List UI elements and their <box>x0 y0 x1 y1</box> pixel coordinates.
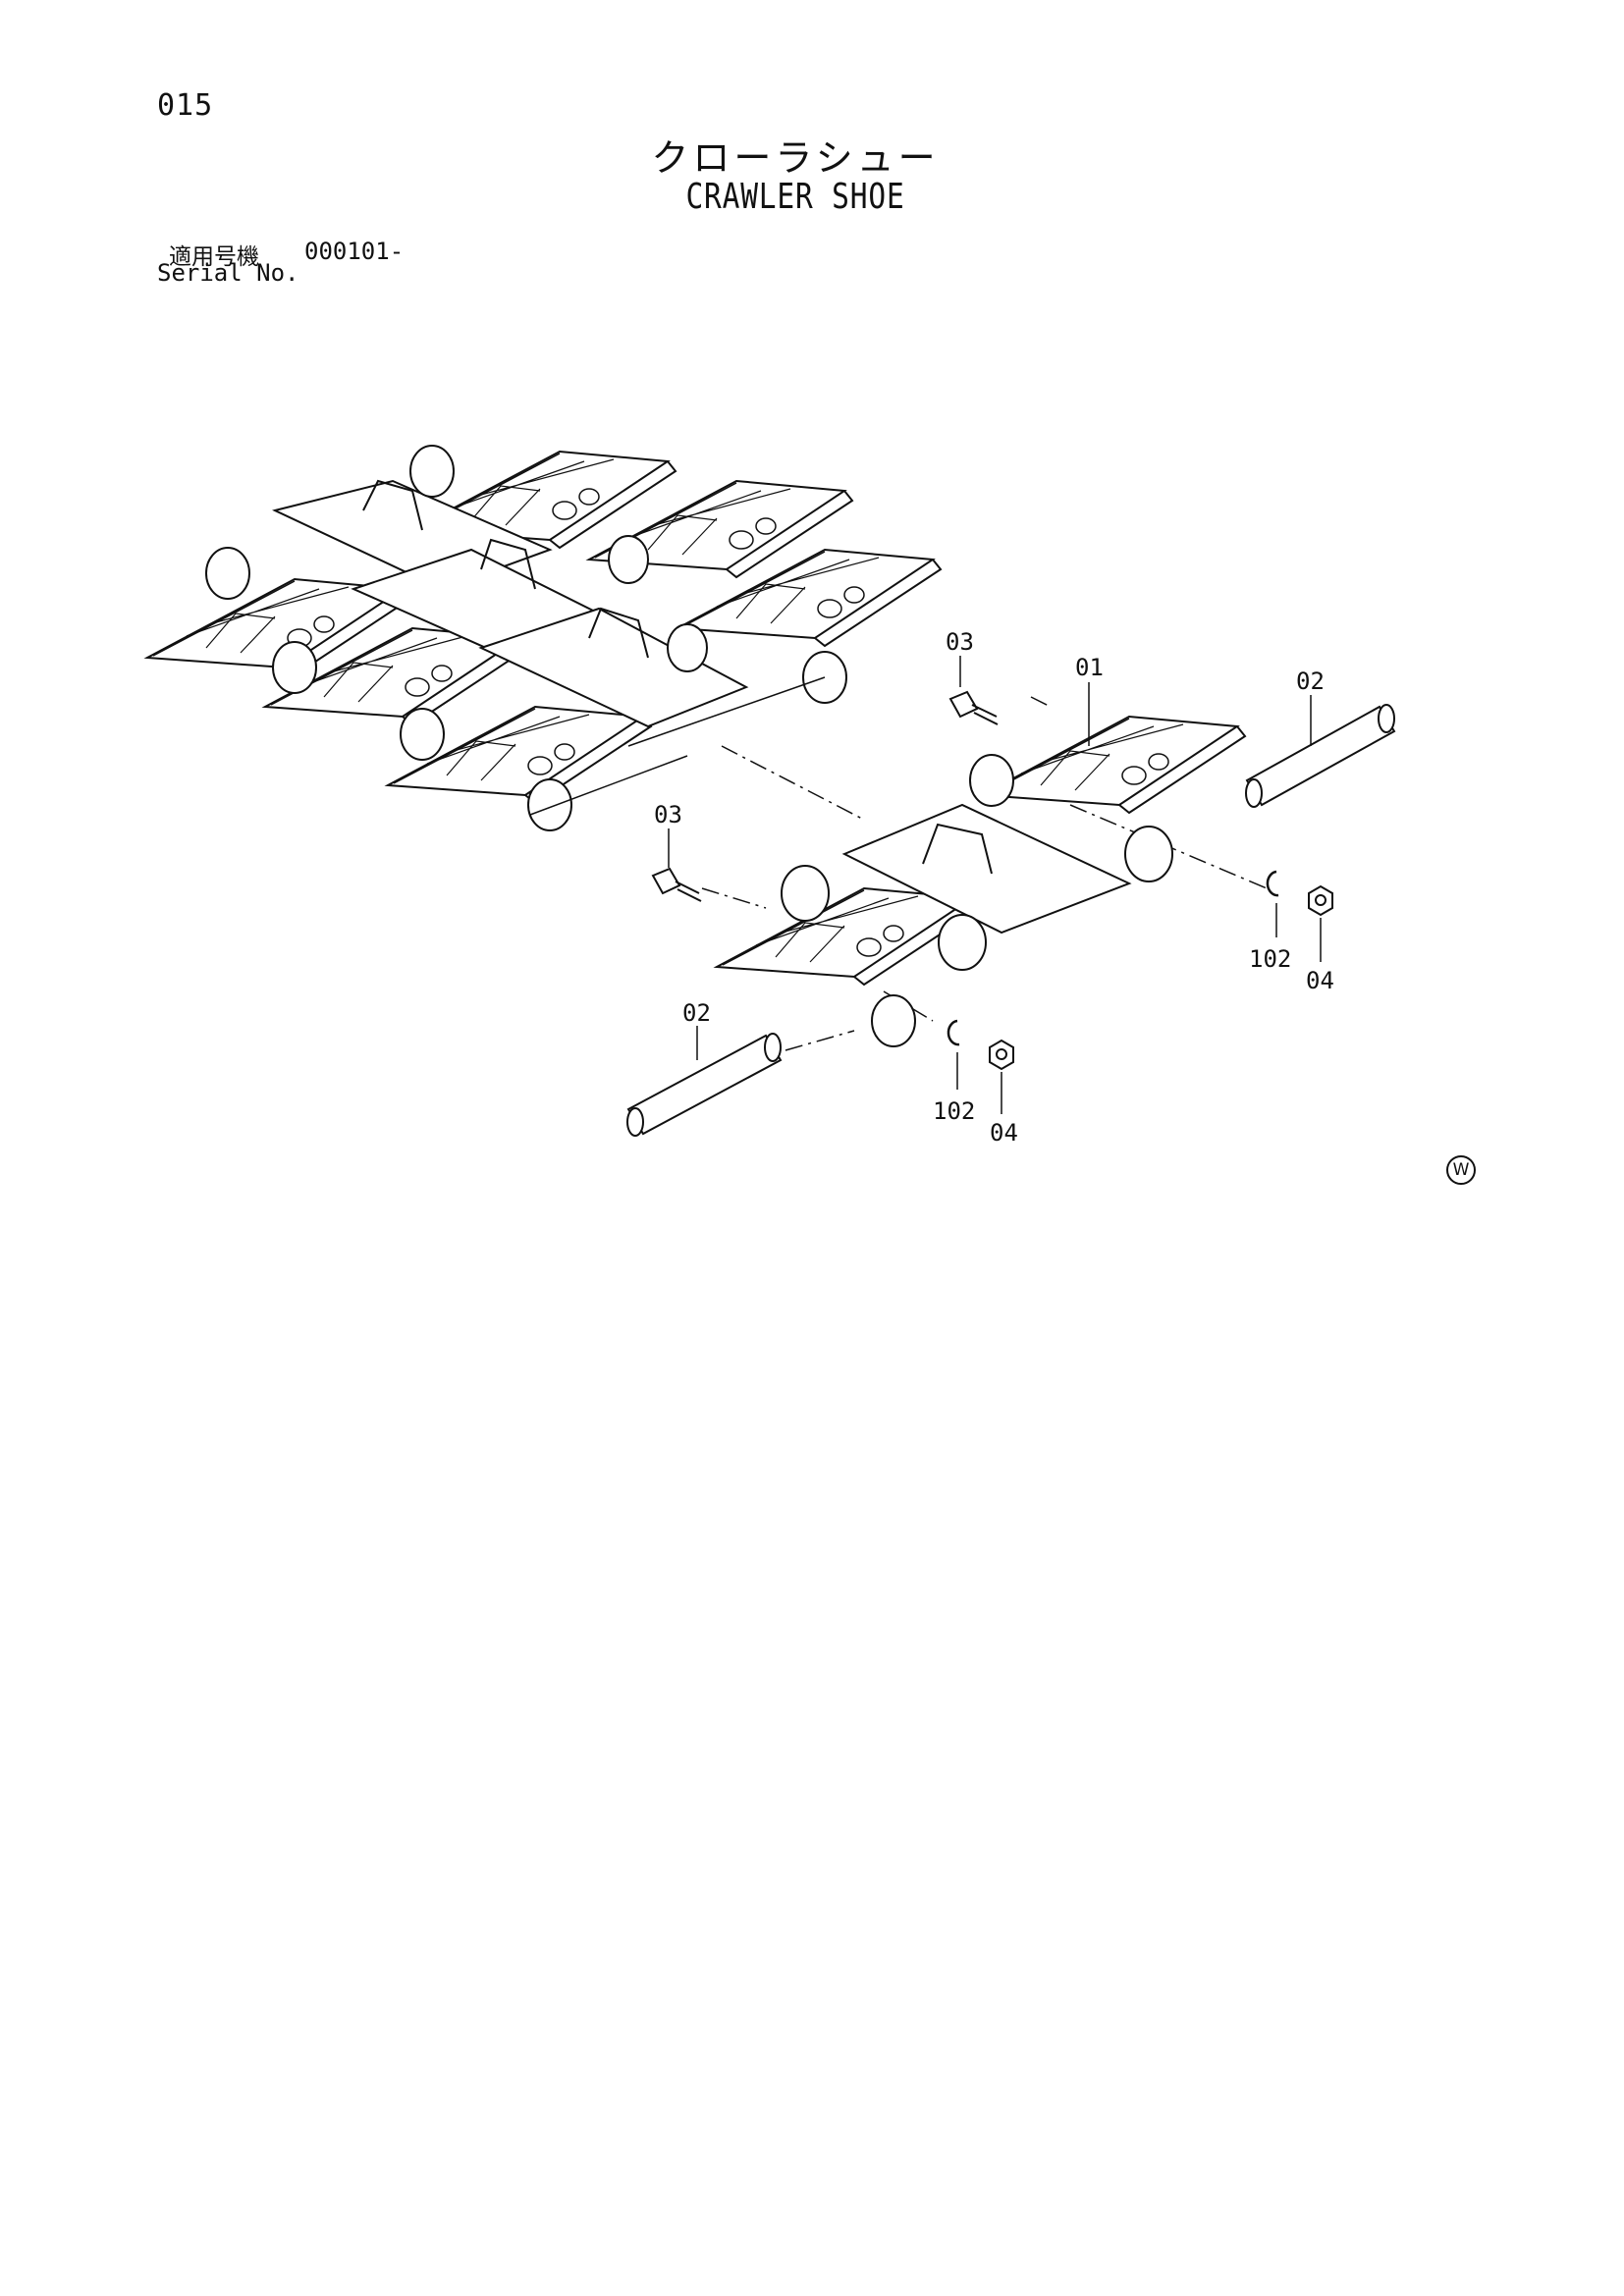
callout-02-lower: 02 <box>682 999 711 1027</box>
serial-label-japanese: 適用号機 <box>169 244 259 270</box>
title-english: CRAWLER SHOE <box>685 177 905 217</box>
ring-upper <box>1266 870 1279 897</box>
serial-label-english: Serial No. <box>157 259 299 287</box>
serial-value: 000101- <box>304 238 405 265</box>
callout-03-upper: 03 <box>946 628 974 656</box>
bolt-upper <box>948 690 999 725</box>
nut-upper <box>1308 884 1333 917</box>
page-number: 015 <box>157 88 214 123</box>
callout-102-upper: 102 <box>1249 945 1291 973</box>
exploded-parts-diagram: 01 02 02 03 03 04 04 102 102 <box>146 445 1396 1147</box>
callout-01: 01 <box>1075 654 1104 681</box>
bolt-lower <box>651 867 702 902</box>
callout-04-upper: 04 <box>1306 967 1334 994</box>
nut-lower <box>989 1039 1014 1071</box>
callout-03-lower: 03 <box>654 801 682 828</box>
pin-upper <box>1245 704 1396 808</box>
watermark-w-icon: W <box>1446 1155 1476 1185</box>
title-japanese: クローラシュー <box>651 136 940 180</box>
ring-lower <box>947 1019 960 1046</box>
callout-02-upper: 02 <box>1296 667 1325 695</box>
callout-04-lower: 04 <box>990 1119 1018 1147</box>
exploded-shoe <box>716 716 1246 1047</box>
assembled-track <box>146 445 942 831</box>
pin-lower <box>626 1033 783 1137</box>
callout-102-lower: 102 <box>933 1097 975 1125</box>
